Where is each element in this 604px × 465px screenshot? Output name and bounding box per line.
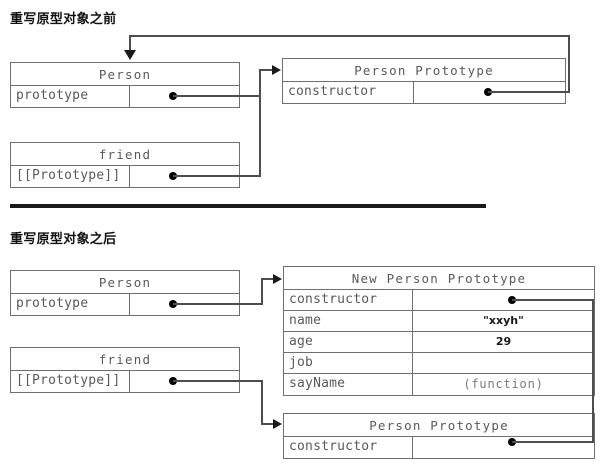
new-proto-constructor-key: constructor [284,290,413,310]
friend-internal-prototype-key-after: [[Prototype]] [11,371,130,392]
connector-ctor-back-v2 [129,35,131,51]
table-row: name "xxyh" [284,311,594,332]
friend-box-before-title: friend [11,143,239,166]
friend-box-after-title: friend [11,348,239,371]
person-prototype-key-before: prototype [11,86,130,107]
table-row: prototype [11,86,239,107]
table-row: constructor [284,290,594,311]
connector-friend-to-oldproto-v [261,380,263,424]
connector-newctor-h [512,299,594,301]
connector-ctor-back-h2 [129,35,570,37]
connector-friend-to-proto-v [259,95,261,177]
person-prototype-box-after: Person Prototype constructor [283,413,595,459]
connector-person-to-newproto-h2 [261,278,277,280]
section-divider [10,204,486,208]
table-row: prototype [11,294,239,315]
person-prototype-box-before-title: Person Prototype [283,59,565,82]
table-row: constructor [284,437,594,458]
connector-person-to-newproto-h [173,303,263,305]
table-row: constructor [283,82,565,103]
friend-box-before: friend [[Prototype]] [10,142,240,188]
table-row: [[Prototype]] [11,166,239,187]
person-prototype-box-before: Person Prototype constructor [282,58,566,104]
person-box-after: Person prototype [10,270,240,316]
connector-ctor-trunk-v [592,299,594,442]
new-proto-age-key: age [284,332,413,352]
person-prototype-box-after-title: Person Prototype [284,414,594,437]
connector-ctor-back-h [488,91,570,93]
new-proto-job-value [413,353,594,373]
section-title-after: 重写原型对象之后 [10,232,117,247]
connector-friend-to-proto-h [173,175,261,177]
arrow-into-person-before [124,50,136,60]
table-row: sayName (function) [284,374,594,395]
table-row: age 29 [284,332,594,353]
new-person-prototype-box-title: New Person Prototype [284,267,594,290]
person-prototype-key-after: prototype [11,294,130,315]
arrow-into-new-person-prototype [273,274,282,284]
friend-internal-prototype-key-before: [[Prototype]] [11,166,130,187]
old-proto-constructor-key: constructor [284,437,413,458]
table-row: job [284,353,594,374]
connector-person-to-proto-h2 [259,69,276,71]
new-proto-name-key: name [284,311,413,331]
new-proto-age-value: 29 [495,335,512,348]
connector-person-to-newproto-v [261,279,263,305]
connector-person-to-proto-v [259,70,261,97]
new-proto-sayname-value: (function) [463,377,544,391]
section-title-before: 重写原型对象之前 [10,12,117,27]
connector-ctor-back-v [568,35,570,92]
connector-friend-to-oldproto-h2 [261,423,277,425]
table-row: [[Prototype]] [11,371,239,392]
connector-person-to-proto-h [173,95,261,97]
new-proto-sayname-key: sayName [284,374,413,395]
connector-oldctor-h [512,441,594,443]
new-proto-name-value: "xxyh" [483,314,524,327]
arrow-into-person-prototype-before [272,65,281,75]
connector-friend-to-oldproto-h [173,380,263,382]
person-box-after-title: Person [11,271,239,294]
person-box-before: Person prototype [10,62,240,108]
arrow-into-person-prototype-after [273,419,282,429]
new-proto-job-key: job [284,353,413,373]
new-person-prototype-box: New Person Prototype constructor name "x… [283,266,595,396]
constructor-key-before: constructor [283,82,414,103]
person-box-before-title: Person [11,63,239,86]
friend-box-after: friend [[Prototype]] [10,347,240,393]
